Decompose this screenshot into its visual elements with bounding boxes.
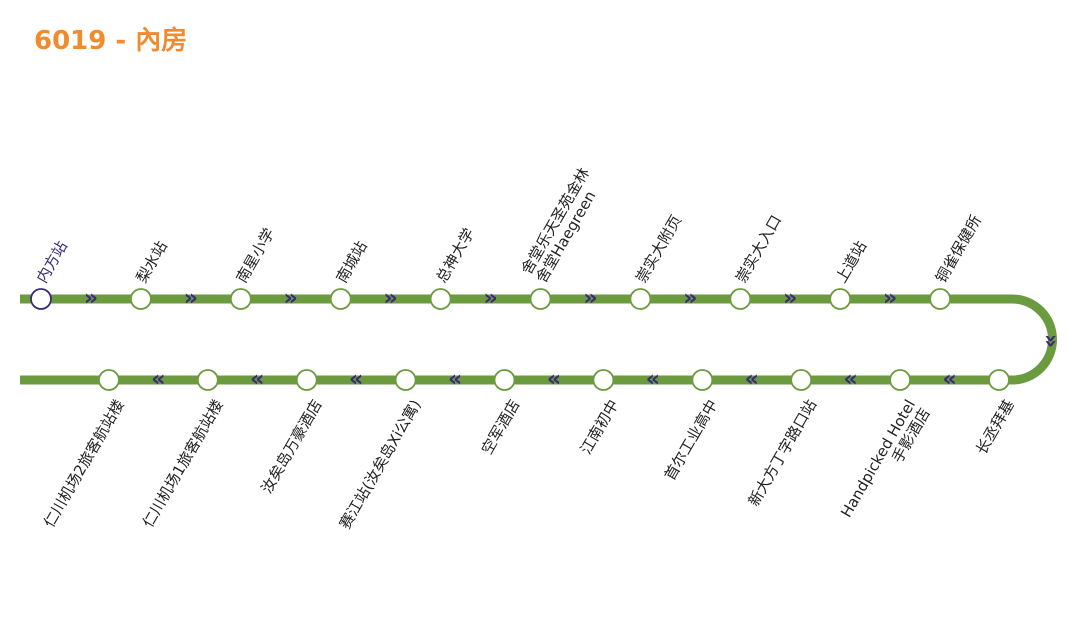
direction-arrow-turn: »	[1038, 334, 1063, 348]
stop-name: 首尔工业高中	[661, 397, 722, 484]
stop-marker[interactable]	[295, 369, 318, 391]
stop-label-lower: 首尔工业高中	[661, 397, 722, 484]
direction-arrow-backward: «	[250, 367, 264, 392]
direction-arrow-forward: »	[883, 286, 897, 311]
stop-name: 崇实大附页	[632, 212, 685, 286]
direction-arrow-forward: »	[483, 286, 497, 311]
stop-label-lower: 江南初中	[577, 397, 623, 458]
stop-marker[interactable]	[988, 369, 1010, 391]
direction-arrow-forward: »	[184, 286, 198, 311]
stop-name: 上道站	[832, 238, 870, 286]
direction-arrow-backward: «	[745, 367, 759, 392]
stop-label-lower: 仁川机场2旅客航站楼	[40, 397, 128, 531]
direction-arrow-forward: »	[683, 286, 697, 311]
stop-label-upper: 崇实大入口	[732, 212, 785, 286]
stop-label-lower: 空军酒店	[478, 397, 524, 458]
direction-arrow-backward: «	[844, 367, 858, 392]
stop-label-lower: 新大方丁字路口站	[745, 397, 821, 510]
stop-marker[interactable]	[829, 288, 852, 310]
stop-name: 江南初中	[577, 397, 623, 458]
stop-name: 仁川机场2旅客航站楼	[40, 397, 128, 531]
direction-arrow-forward: »	[783, 286, 797, 311]
route-title: 6019 - 內房	[34, 26, 188, 56]
direction-arrow-forward: »	[284, 286, 298, 311]
stop-name: 总神大学	[432, 225, 478, 286]
stop-marker[interactable]	[729, 288, 752, 310]
stop-name: 崇实大入口	[732, 212, 785, 286]
stop-label-lower: 汝矣岛万豪酒店	[258, 397, 326, 497]
stop-marker[interactable]	[790, 369, 813, 391]
direction-arrow-backward: «	[448, 367, 462, 392]
stop-marker[interactable]	[691, 369, 714, 391]
stop-name: 内方站	[33, 238, 71, 286]
direction-arrow-forward: »	[583, 286, 597, 311]
stop-label-upper: 南城站	[333, 238, 371, 286]
current-stop-marker[interactable]	[30, 288, 52, 310]
stop-marker[interactable]	[329, 288, 352, 310]
stop-marker[interactable]	[493, 369, 516, 391]
direction-arrow-forward: »	[84, 286, 98, 311]
stop-label-lower: 赛江站(汝矣岛Xi公寓)	[336, 397, 425, 533]
stop-label-upper: 内方站	[33, 238, 71, 286]
stop-label-upper: 梨水站	[133, 238, 171, 286]
direction-arrow-forward: »	[384, 286, 398, 311]
stop-name: 汝矣岛万豪酒店	[258, 397, 326, 497]
stop-marker[interactable]	[889, 369, 911, 391]
stop-marker[interactable]	[529, 288, 552, 310]
direction-arrow-backward: «	[151, 367, 165, 392]
stop-marker[interactable]	[592, 369, 615, 391]
stop-marker[interactable]	[394, 369, 417, 391]
stop-name: 长丞拜基	[972, 397, 1018, 458]
stop-marker[interactable]	[929, 288, 951, 310]
direction-arrow-backward: «	[646, 367, 660, 392]
stop-name: 南星小学	[233, 225, 279, 286]
stop-marker[interactable]	[429, 288, 452, 310]
route-line	[20, 294, 1057, 385]
stop-name: 梨水站	[133, 238, 171, 286]
stop-name: 南城站	[333, 238, 371, 286]
stop-marker[interactable]	[229, 288, 252, 310]
stop-marker[interactable]	[98, 369, 120, 391]
stop-marker[interactable]	[129, 288, 152, 310]
direction-arrow-backward: «	[942, 367, 956, 392]
stop-label-upper: 崇实大附页	[632, 212, 685, 286]
stop-label-upper: 总神大学	[432, 225, 478, 286]
stop-name: 赛江站(汝矣岛Xi公寓)	[336, 397, 425, 533]
direction-arrow-backward: «	[547, 367, 561, 392]
stop-name: 新大方丁字路口站	[745, 397, 821, 510]
stop-marker[interactable]	[629, 288, 652, 310]
stop-name: 铜雀保健所	[932, 212, 985, 286]
direction-arrow-backward: «	[349, 367, 363, 392]
stop-marker[interactable]	[196, 369, 219, 391]
stop-name: 空军酒店	[478, 397, 524, 458]
stop-label-upper: 南星小学	[233, 225, 279, 286]
stop-name: 仁川机场1旅客航站楼	[139, 397, 227, 531]
stop-label-upper: 铜雀保健所	[932, 212, 985, 286]
stop-label-upper: 上道站	[832, 238, 870, 286]
stop-label-lower: 长丞拜基	[972, 397, 1018, 458]
stop-label-lower: 仁川机场1旅客航站楼	[139, 397, 227, 531]
